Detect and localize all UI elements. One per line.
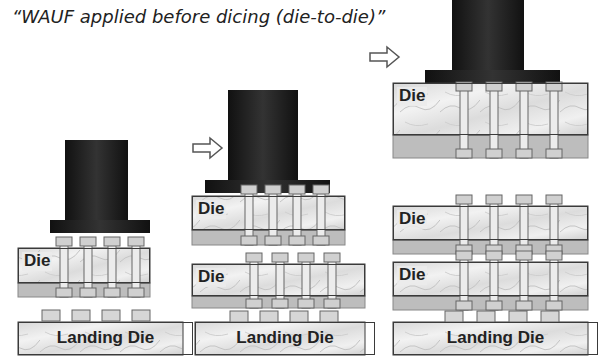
die-box: Die [393, 83, 588, 135]
interconnect [516, 301, 532, 310]
die-label: Landing Die [19, 329, 192, 348]
interconnect [516, 251, 532, 260]
interconnect [265, 236, 281, 245]
interconnect [486, 301, 502, 310]
interconnect [445, 311, 463, 322]
die-box: Die [192, 196, 345, 230]
interconnect [486, 149, 502, 158]
interconnect [80, 288, 96, 297]
interconnect [132, 310, 150, 321]
interconnect [456, 251, 472, 260]
interconnect [477, 311, 495, 322]
interconnect [298, 253, 314, 262]
die-box: Die [393, 262, 588, 296]
die-box: Die [393, 206, 588, 240]
interconnect [546, 301, 562, 310]
interconnect [128, 237, 144, 246]
interconnect [516, 149, 532, 158]
interconnect [104, 237, 120, 246]
die-box: Landing Die [18, 322, 193, 355]
die-label: Die [397, 266, 427, 285]
die-box: Landing Die [195, 322, 375, 355]
interconnect [520, 83, 528, 158]
interconnect [104, 288, 120, 297]
interconnect [460, 83, 468, 158]
interconnect [313, 236, 329, 245]
interconnect [241, 236, 257, 245]
interconnect [550, 83, 558, 158]
interconnect [272, 299, 288, 308]
die-box: Landing Die [393, 322, 598, 355]
step-arrow [193, 138, 222, 158]
die-label: Die [196, 200, 226, 219]
die-label: Die [397, 210, 427, 229]
die-label: Die [22, 252, 52, 271]
interconnect [56, 288, 72, 297]
interconnect [246, 299, 262, 308]
marble-texture [19, 84, 587, 354]
interconnect [102, 310, 120, 321]
step-arrow [370, 47, 399, 67]
interconnect [289, 236, 305, 245]
interconnect [541, 311, 559, 322]
interconnect [456, 301, 472, 310]
interconnect [80, 237, 96, 246]
interconnect [456, 195, 472, 204]
interconnect [260, 311, 278, 322]
interconnect [128, 288, 144, 297]
interconnect [320, 311, 338, 322]
underfill-layer [18, 135, 588, 310]
interconnect [298, 299, 314, 308]
die-box: Die [192, 264, 365, 296]
interconnect [490, 83, 498, 158]
interconnect [241, 185, 257, 194]
interconnect [456, 149, 472, 158]
interconnect [72, 310, 90, 321]
die-body [18, 83, 588, 355]
interconnect [486, 195, 502, 204]
tsv-and-bumps [42, 82, 562, 322]
die-label: Die [196, 268, 226, 287]
interconnect [246, 253, 262, 262]
interconnect [324, 299, 340, 308]
interconnect [546, 149, 562, 158]
interconnect [230, 311, 248, 322]
interconnect [289, 185, 305, 194]
die-box: Die [18, 248, 150, 283]
die-label: Landing Die [394, 329, 597, 348]
die-label: Landing Die [196, 329, 374, 348]
interconnect [56, 237, 72, 246]
interconnect [546, 195, 562, 204]
interconnect [509, 311, 527, 322]
interconnect [272, 253, 288, 262]
interconnect [42, 310, 60, 321]
interconnect [516, 195, 532, 204]
interconnect [290, 311, 308, 322]
interconnect [265, 185, 281, 194]
interconnect [546, 251, 562, 260]
diagram-title: “WAUF applied before dicing (die-to-die)… [12, 6, 385, 27]
die-label: Die [397, 87, 427, 106]
interconnect [313, 185, 329, 194]
interconnect [486, 251, 502, 260]
interconnect [324, 253, 340, 262]
